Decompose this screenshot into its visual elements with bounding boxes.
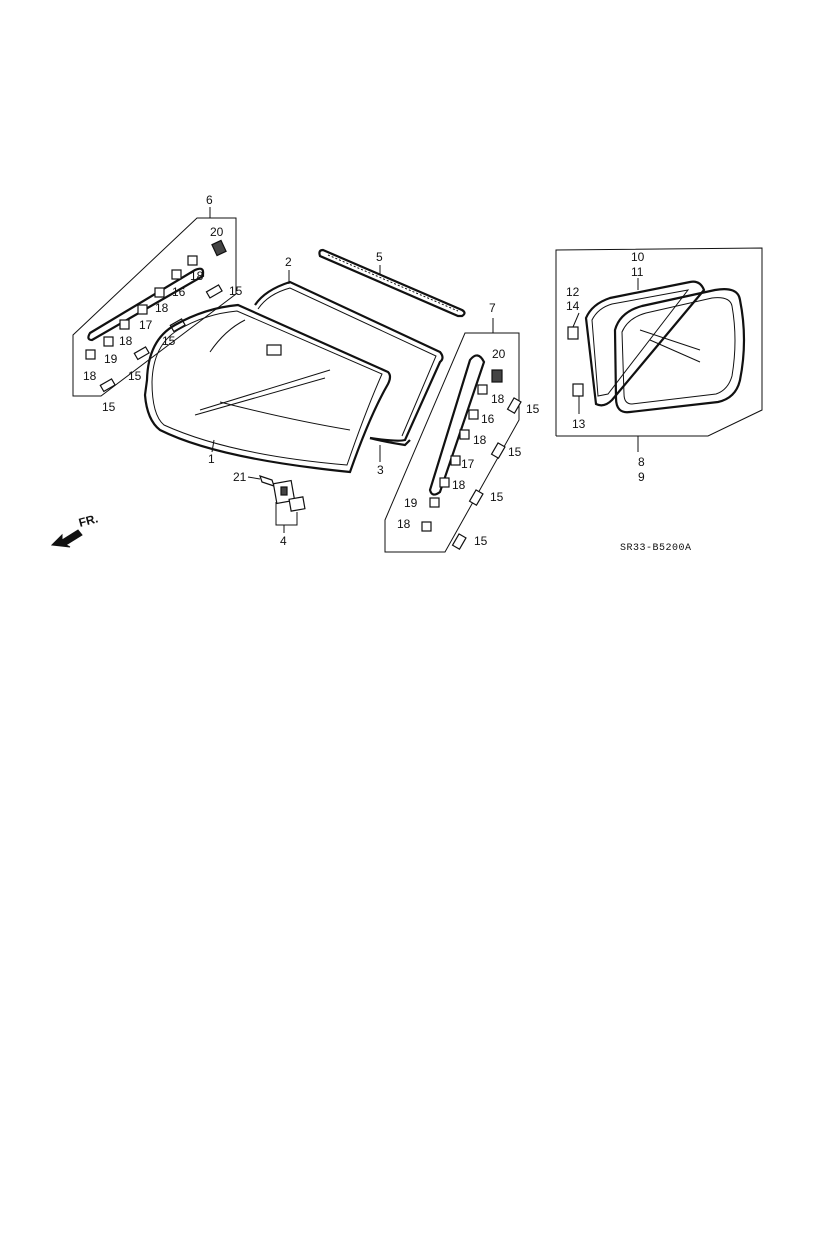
callout-10: 10	[631, 250, 645, 264]
spacer-set	[259, 475, 306, 533]
windshield-glass	[143, 303, 392, 474]
callout-2: 2	[285, 255, 292, 269]
callout-21: 21	[233, 470, 247, 484]
left-molding-group	[72, 207, 237, 397]
callout-right-15c: 15	[490, 490, 504, 504]
callout-left-15a: 15	[229, 284, 243, 298]
callout-left-18e: 18	[83, 369, 97, 383]
callout-left-18c: 18	[155, 301, 169, 315]
callout-7: 7	[489, 301, 496, 315]
right-molding-group	[384, 318, 522, 553]
callout-right-18b: 18	[473, 433, 487, 447]
callout-labels: 1 2 3 4 5 6 7 8 9 10 11 12 13 14 21 20 1…	[83, 193, 692, 554]
quarter-lower-clip	[572, 383, 584, 397]
callout-8: 8	[638, 455, 645, 469]
callout-1: 1	[208, 452, 215, 466]
lower-seal	[369, 436, 411, 447]
callout-right-20: 20	[492, 347, 506, 361]
callout-5: 5	[376, 250, 383, 264]
left-side-molding	[87, 267, 205, 342]
callout-14: 14	[566, 299, 580, 313]
right-side-molding	[428, 354, 486, 496]
arrow-icon	[50, 529, 83, 548]
right-clips	[421, 369, 522, 551]
callout-3: 3	[377, 463, 384, 477]
callout-9: 9	[638, 470, 645, 484]
callout-right-17: 17	[461, 457, 475, 471]
windshield-dam	[254, 280, 444, 442]
diagram-code: SR33-B5200A	[620, 543, 692, 554]
upper-molding	[318, 248, 466, 318]
mirror-mount	[266, 344, 282, 356]
direction-label: FR.	[77, 511, 99, 530]
callout-left-16: 16	[172, 285, 186, 299]
left-group-bracket	[72, 207, 237, 397]
quarter-glass-seal	[584, 280, 706, 407]
callout-right-15a: 15	[526, 402, 540, 416]
left-clips	[85, 239, 227, 393]
callout-11: 11	[631, 265, 644, 279]
callout-12: 12	[566, 285, 580, 299]
right-group-bracket	[384, 318, 520, 553]
callout-left-15d: 15	[102, 400, 116, 414]
callout-left-15c: 15	[128, 369, 142, 383]
front-direction-arrow: FR.	[50, 511, 99, 548]
callout-right-18c: 18	[452, 478, 466, 492]
callout-left-17: 17	[139, 318, 153, 332]
callout-left-19: 19	[104, 352, 118, 366]
quarter-glass	[613, 288, 746, 414]
callout-13: 13	[572, 417, 586, 431]
callout-right-18a: 18	[491, 392, 505, 406]
callout-right-16: 16	[481, 412, 495, 426]
callout-left-18d: 18	[119, 334, 133, 348]
callout-right-15b: 15	[508, 445, 522, 459]
quarter-group-bracket	[555, 247, 763, 437]
callout-right-19: 19	[404, 496, 418, 510]
callout-left-20: 20	[210, 225, 224, 239]
quarter-glass-group	[555, 247, 763, 452]
callout-left-15b: 15	[162, 334, 176, 348]
leader-lines	[211, 265, 381, 480]
callout-left-18a: 18	[190, 269, 204, 283]
callout-right-15d: 15	[474, 534, 488, 548]
callout-right-18d: 18	[397, 517, 411, 531]
callout-4: 4	[280, 534, 287, 548]
callout-6: 6	[206, 193, 213, 207]
quarter-upper-clip	[567, 326, 579, 340]
bolt-part	[259, 475, 275, 487]
